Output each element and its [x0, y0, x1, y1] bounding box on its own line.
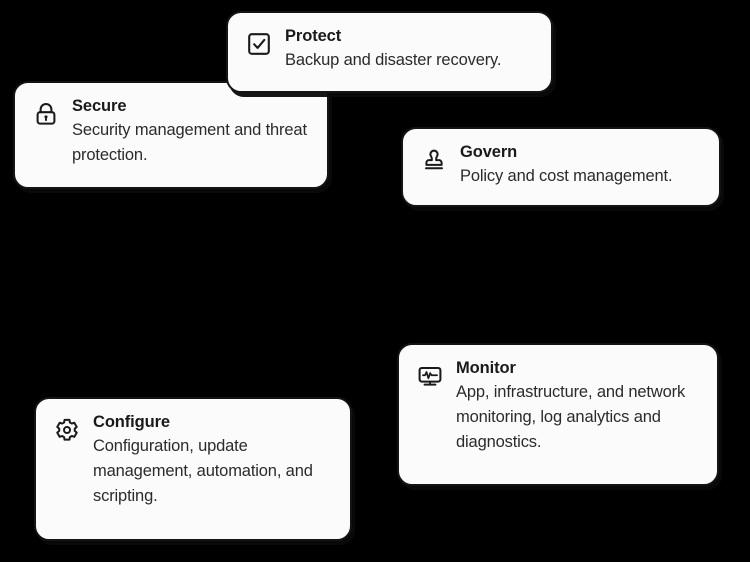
card-text-configure: Configure Configuration, update manageme… [93, 412, 336, 508]
card-description: Backup and disaster recovery. [285, 51, 502, 70]
gear-icon [52, 415, 82, 445]
card-description: Configuration, update management, automa… [93, 437, 313, 505]
card-title: Govern [460, 143, 518, 161]
card-description: Security management and threat protectio… [72, 121, 307, 164]
card-configure[interactable]: Configure Configuration, update manageme… [34, 397, 352, 541]
stamp-icon [419, 145, 449, 175]
card-text-protect: Protect Backup and disaster recovery. [285, 26, 537, 73]
card-title: Monitor [456, 359, 516, 377]
card-title: Configure [93, 413, 171, 431]
card-description: App, infrastructure, and network monitor… [456, 383, 686, 451]
checkbox-check-icon [244, 29, 274, 59]
padlock-icon [31, 99, 61, 129]
card-title: Protect [285, 27, 342, 45]
card-title: Secure [72, 97, 127, 115]
card-protect[interactable]: Protect Backup and disaster recovery. [226, 11, 553, 93]
card-description: Policy and cost management. [460, 167, 673, 186]
card-text-govern: Govern Policy and cost management. [460, 142, 705, 189]
card-text-secure: Secure Security management and threat pr… [72, 96, 313, 168]
card-secure[interactable]: Secure Security management and threat pr… [13, 81, 329, 189]
monitor-pulse-icon [415, 361, 445, 391]
card-text-monitor: Monitor App, infrastructure, and network… [456, 358, 703, 454]
card-govern[interactable]: Govern Policy and cost management. [401, 127, 721, 207]
card-monitor[interactable]: Monitor App, infrastructure, and network… [397, 343, 719, 486]
